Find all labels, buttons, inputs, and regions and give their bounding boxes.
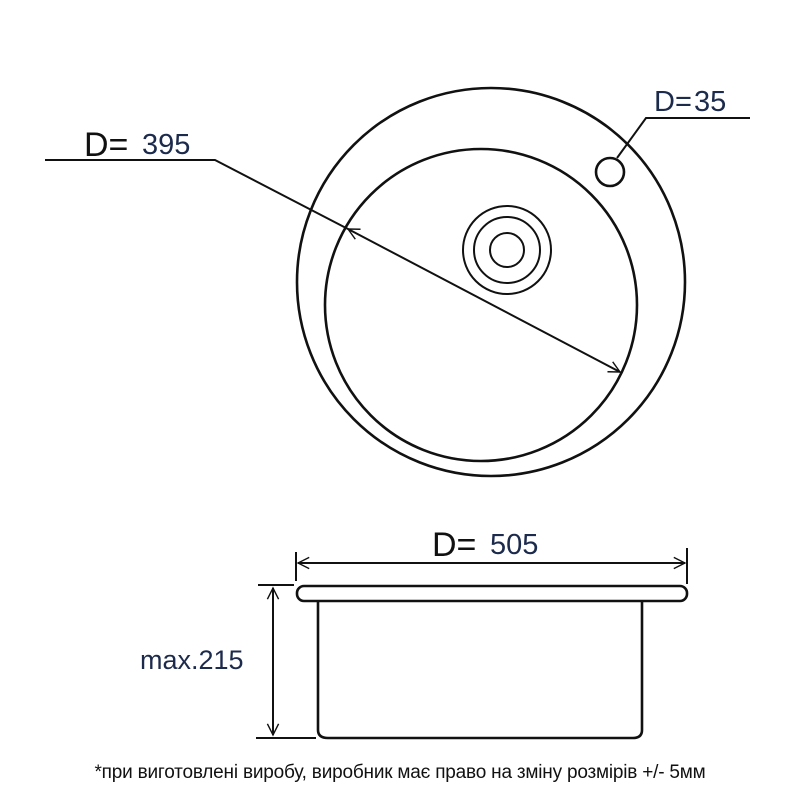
bowl-diameter-value: 395	[142, 129, 190, 161]
sink-rim-profile	[295, 584, 689, 603]
tap-hole-leader	[616, 117, 750, 159]
width-prefix: D=	[432, 526, 476, 564]
top-view: D= 395 D= 35	[45, 86, 750, 478]
sink-outer-rim	[295, 86, 687, 478]
tap-hole-prefix: D=	[654, 86, 692, 118]
drain-icon	[462, 205, 552, 295]
side-view: D= 505 max.215	[140, 526, 689, 740]
tap-hole	[594, 156, 626, 188]
bowl-diameter-arrow	[348, 228, 620, 373]
bowl-diameter-prefix: D=	[84, 126, 128, 164]
width-value: 505	[490, 529, 538, 561]
bowl-edge	[323, 147, 639, 463]
tolerance-footnote: *при виготовлені виробу, виробник має пр…	[94, 762, 706, 783]
depth-label: max.215	[140, 645, 244, 675]
tap-hole-value: 35	[694, 86, 726, 118]
bowl-profile	[316, 601, 644, 740]
diameter-leader	[45, 159, 349, 230]
